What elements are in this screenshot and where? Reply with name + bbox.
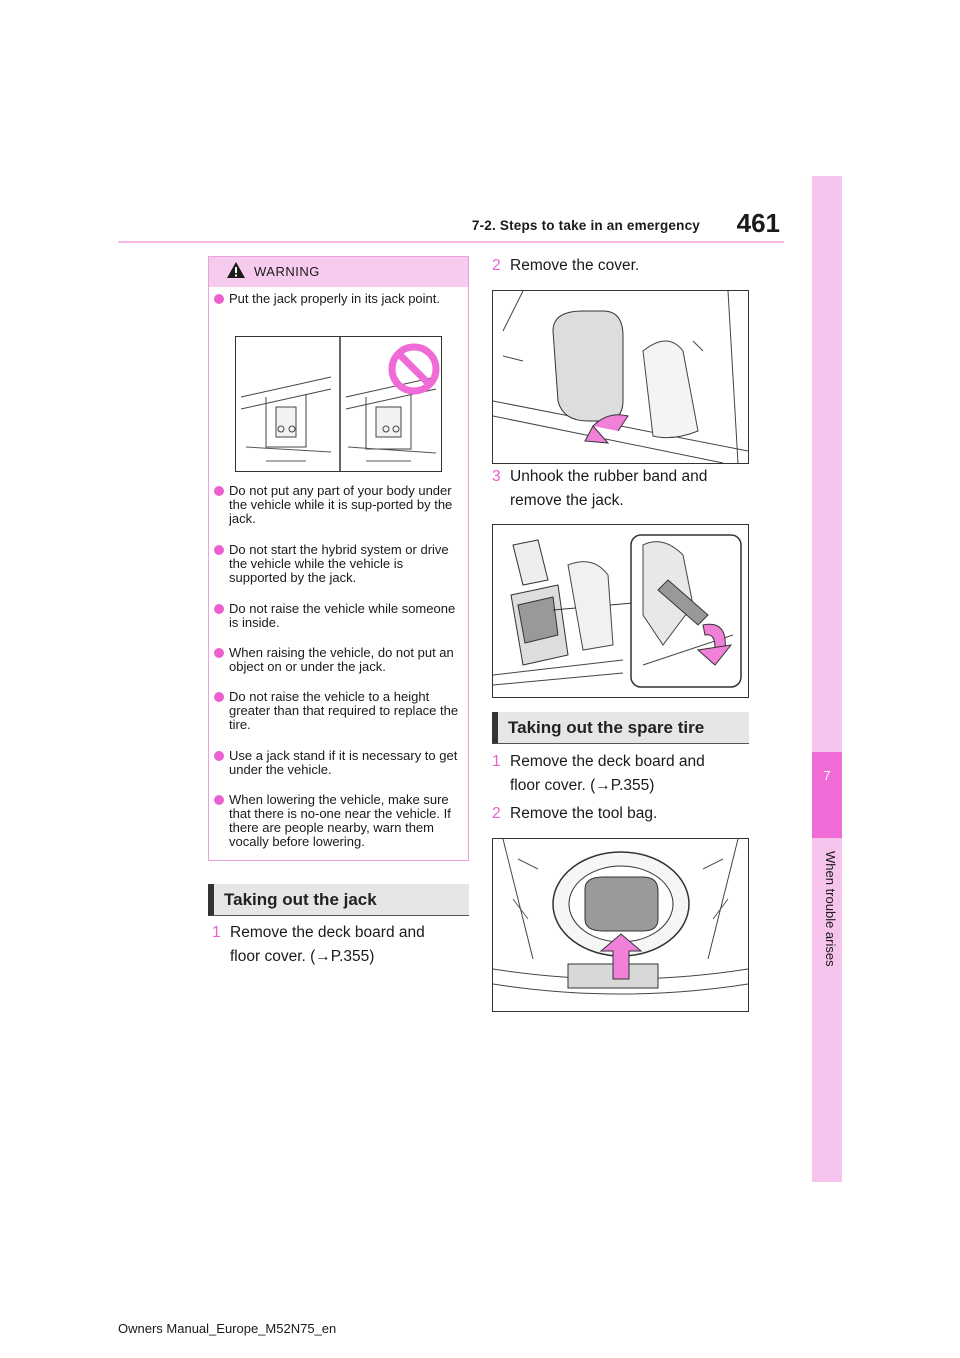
- bullet-icon: [214, 692, 224, 702]
- bullet-icon: [214, 486, 224, 496]
- section-heading-jack: Taking out the jack: [208, 884, 469, 916]
- remove-cover-drawing: [493, 291, 748, 463]
- warning-item: Do not start the hybrid system or drive …: [214, 543, 462, 585]
- remove-cover-illustration: [492, 290, 749, 464]
- section-heading-spare-tire: Taking out the spare tire: [492, 712, 749, 744]
- chapter-number: 7: [823, 768, 831, 783]
- bullet-icon: [214, 648, 224, 658]
- section-title: 7-2. Steps to take in an emergency: [471, 218, 700, 233]
- warning-box: [208, 256, 469, 861]
- bullet-icon: [214, 751, 224, 761]
- warning-triangle-icon: [227, 262, 245, 278]
- chapter-side-tab: [812, 176, 842, 1182]
- remove-tool-bag-illustration: [492, 838, 749, 1012]
- chapter-title: When trouble arises: [823, 851, 838, 967]
- unhook-jack-drawing: [493, 534, 742, 688]
- unhook-jack-illustration: [492, 524, 749, 698]
- header-rule: [118, 241, 784, 243]
- warning-header: [209, 257, 468, 287]
- warning-item: Do not raise the vehicle to a height gre…: [214, 690, 462, 732]
- bullet-icon: [214, 294, 224, 304]
- bullet-icon: [214, 545, 224, 555]
- chapter-number-box: [812, 752, 842, 838]
- jack-point-drawing: [240, 337, 440, 471]
- warning-item: Do not put any part of your body under t…: [214, 484, 462, 526]
- warning-item: Put the jack properly in its jack point.: [214, 292, 462, 306]
- warning-item: Use a jack stand if it is necessary to g…: [214, 749, 462, 777]
- warning-item: Do not raise the vehicle while someone i…: [214, 602, 462, 630]
- warning-title: WARNING: [254, 264, 320, 279]
- warning-item: When lowering the vehicle, make sure tha…: [214, 793, 462, 849]
- warning-item: When raising the vehicle, do not put an …: [214, 646, 462, 674]
- jack-point-illustration: [235, 336, 442, 472]
- footer-manual-id: Owners Manual_Europe_M52N75_en: [118, 1321, 337, 1336]
- bullet-icon: [214, 795, 224, 805]
- remove-tool-bag-drawing: [493, 839, 748, 995]
- page-number: 461: [736, 208, 780, 238]
- bullet-icon: [214, 604, 224, 614]
